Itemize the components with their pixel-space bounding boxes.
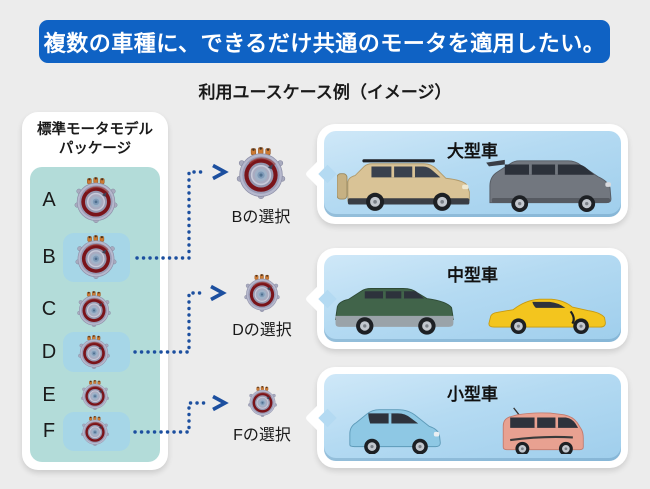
selection-d-label: Dの選択: [232, 322, 292, 339]
package-item-label-e: E: [42, 384, 56, 406]
selected-motor-f-icon: [247, 386, 278, 417]
use-case-subtitle: 利用ユースケース例（イメージ）: [198, 83, 452, 102]
package-item-label-b: B: [42, 246, 56, 268]
sports-car-icon: [487, 294, 609, 334]
motor-icon-f: [80, 416, 110, 446]
station-wagon-icon: [330, 283, 458, 336]
minivan-icon: [484, 158, 615, 212]
motor-icon-b: [74, 235, 118, 279]
package-item-label-f: F: [42, 420, 56, 442]
kei-wagon-icon: [496, 407, 594, 454]
selected-motor-d-icon: [243, 274, 281, 312]
suv-icon: [337, 159, 473, 212]
vehicle-panel-large-title: 大型車: [447, 142, 498, 161]
selection-b-label: Bの選択: [231, 209, 291, 226]
vehicle-panel-small-title: 小型車: [447, 385, 498, 404]
motor-icon-e: [80, 380, 110, 410]
package-title-line1: 標準モータモデル: [37, 122, 153, 138]
vehicle-panel-medium-inner: 中型車: [318, 255, 621, 342]
header-banner: 複数の車種に、できるだけ共通のモータを適用したい。: [39, 20, 610, 63]
vehicle-panel-small-inner: 小型車: [318, 374, 621, 461]
motor-icon-c: [76, 291, 112, 327]
motor-icon-d: [77, 335, 111, 369]
selection-f-label: Fの選択: [233, 427, 291, 444]
vehicle-panel-large: 大型車: [304, 124, 628, 224]
package-item-label-d: D: [41, 341, 57, 363]
package-title-line2: パッケージ: [58, 141, 132, 157]
vehicle-panel-medium: 中型車: [304, 248, 628, 349]
vehicle-panel-medium-title: 中型車: [447, 266, 498, 285]
package-item-label-a: A: [42, 189, 56, 211]
vehicle-panel-large-inner: 大型車: [318, 131, 621, 217]
package-item-label-c: C: [41, 298, 57, 320]
selection-d: Dの選択: [212, 274, 312, 340]
vehicle-panel-small: 小型車: [304, 367, 628, 468]
selection-f: Fの選択: [212, 386, 312, 445]
header-title: 複数の車種に、できるだけ共通のモータを適用したい。: [43, 30, 606, 56]
motor-icon-a: [73, 177, 119, 223]
selection-b: Bの選択: [211, 147, 311, 227]
hatchback-icon: [344, 406, 448, 454]
package-panel-title: 標準モータモデル パッケージ: [22, 121, 168, 159]
selected-motor-b-icon: [235, 147, 287, 199]
package-items-box: A B C D E F: [30, 167, 160, 462]
package-panel: 標準モータモデル パッケージ A B C D E F: [22, 112, 168, 470]
